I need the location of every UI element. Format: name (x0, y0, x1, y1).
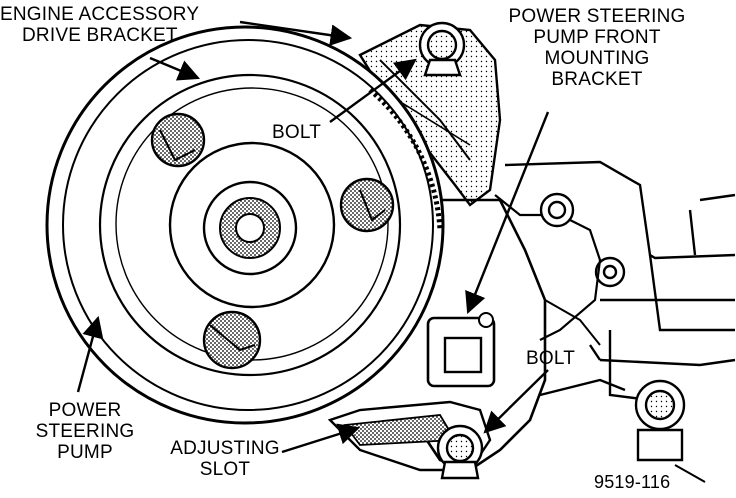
bolt-label-top: BOLT (272, 122, 322, 143)
adjusting-slot-label: ADJUSTING SLOT (170, 438, 280, 480)
power-steering-pump-front-mounting-bracket-label: POWER STEERING PUMP FRONT MOUNTING BRACK… (508, 6, 686, 90)
pump-port-fitting (426, 312, 496, 388)
bolt-label-bottom: BOLT (526, 348, 576, 369)
bottom-bolt (436, 424, 484, 480)
engine-bolt (634, 379, 686, 462)
adjusting-slot-bracket (327, 400, 492, 472)
top-bolt (418, 21, 466, 77)
engine-accessory-drive-bracket-label: ENGINE ACCESSORY DRIVE BRACKET (0, 4, 200, 46)
engine-housing (504, 160, 736, 402)
pulley (45, 25, 445, 425)
power-steering-pump-label: POWER STEERING PUMP (35, 400, 135, 463)
figure-number: 9519-116 (594, 472, 671, 492)
side-bolt (539, 192, 575, 228)
leader-lines (76, 20, 550, 454)
